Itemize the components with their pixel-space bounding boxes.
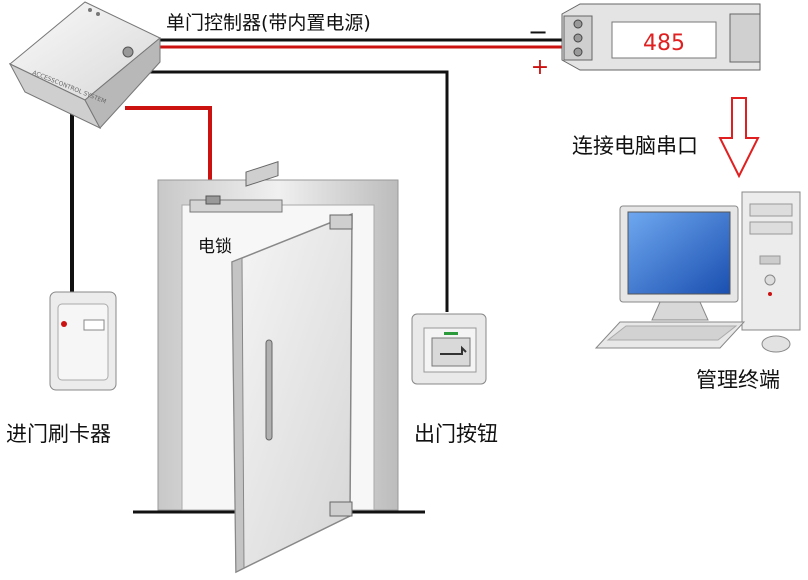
converter-db9-plug [729,13,761,63]
converter-display: 485 [643,31,685,56]
wire-lock-power [125,106,212,202]
reader-led-icon [61,321,67,327]
door-bottom-hinge [329,501,353,517]
pc-connection-label: 连接电脑串口 [572,134,698,158]
lock-label: 电锁 [198,237,232,257]
controller-box: ACCESSCONTROL SYSTEM [8,1,161,130]
management-terminal-label: 管理终端 [696,368,780,392]
converter-label-plate [611,21,717,59]
door-edge [231,257,245,573]
door-assembly [157,161,399,574]
controller-label: 单门控制器(带内置电源) [166,12,371,34]
door-leaf [231,212,353,574]
controller-screw-icon [122,46,134,58]
exit-button-device [411,313,487,385]
arrow-down-icon [718,97,760,179]
rs485-converter: 485 − + [528,3,761,80]
mouse [761,335,791,353]
exit-button-label: 出门按钮 [414,422,498,446]
card-reader [49,291,117,391]
door-top-hinge [329,214,353,230]
monitor-screen [627,211,731,295]
management-computer [594,191,801,353]
electric-lock [189,199,283,213]
door-handle [265,339,273,441]
door-strike-plate [245,161,279,187]
card-reader-label: 进门刷卡器 [6,422,111,446]
power-button-icon [764,274,776,286]
plus-sign: + [531,55,549,80]
wire-exit-button [145,70,449,312]
exit-key-icon [440,345,467,355]
minus-sign: − [528,18,548,46]
